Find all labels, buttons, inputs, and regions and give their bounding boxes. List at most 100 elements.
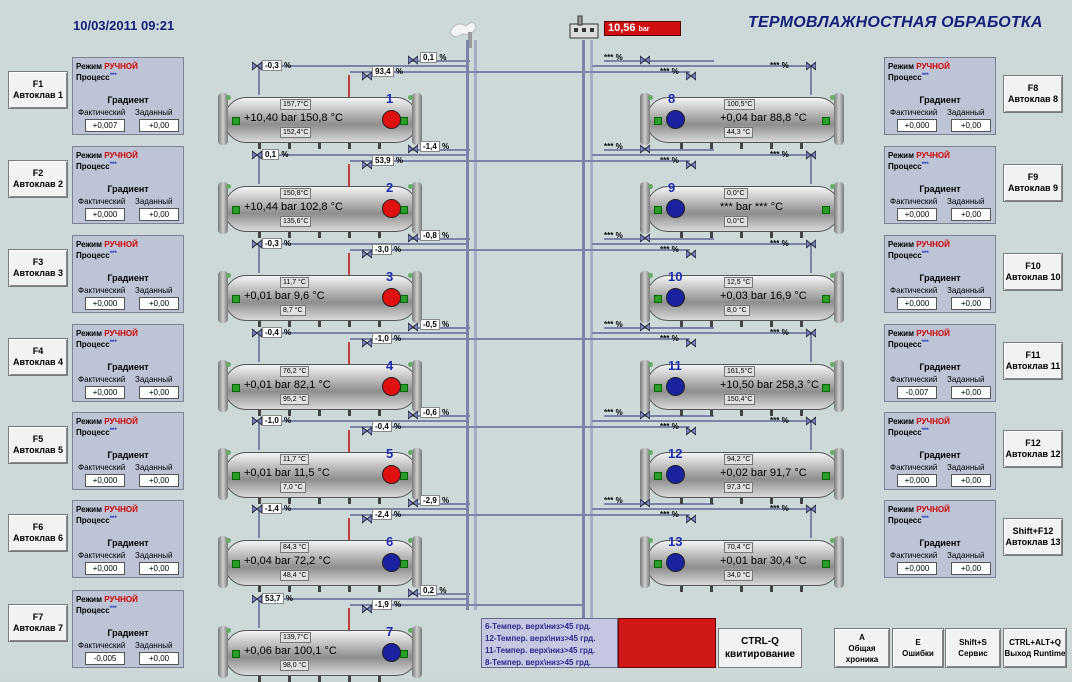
target-gradient-field[interactable]: +0,00 [951, 119, 991, 132]
valve-icon[interactable] [362, 426, 372, 436]
valve-icon[interactable] [806, 416, 816, 426]
service-button[interactable]: Shift+S Сервис [945, 628, 1001, 668]
acknowledge-button[interactable]: CTRL-Q квитирование [718, 628, 802, 668]
valve-icon[interactable] [408, 55, 418, 65]
valve-icon[interactable] [252, 416, 262, 426]
target-gradient-field[interactable]: +0,00 [139, 208, 179, 221]
date-time: 10/03/2011 09:21 [73, 18, 175, 33]
valve-icon[interactable] [252, 328, 262, 338]
percent-unit: % [671, 156, 679, 165]
valve-icon[interactable] [686, 426, 696, 436]
valve-icon[interactable] [640, 144, 650, 154]
door-led [408, 628, 413, 633]
target-gradient-field[interactable]: +0,00 [951, 562, 991, 575]
valve-icon[interactable] [640, 410, 650, 420]
exit-runtime-button[interactable]: CTRL+ALT+Q Выход Runtime [1003, 628, 1067, 668]
valve-value: 0,2 [420, 585, 438, 596]
valve-reading: 53,7 % [262, 593, 293, 604]
target-gradient-field[interactable]: +0,00 [139, 297, 179, 310]
valve-icon[interactable] [408, 498, 418, 508]
target-gradient-field[interactable]: +0,00 [139, 652, 179, 665]
target-gradient-field[interactable]: +0,00 [951, 386, 991, 399]
valve-icon[interactable] [362, 249, 372, 259]
valve-icon[interactable] [806, 150, 816, 160]
target-gradient-field[interactable]: +0,00 [951, 297, 991, 310]
target-gradient-field[interactable]: +0,00 [951, 474, 991, 487]
valve-icon[interactable] [362, 71, 372, 81]
valve-icon[interactable] [252, 61, 262, 71]
mode-label: Режим [76, 505, 102, 514]
target-gradient-field[interactable]: +0,00 [139, 386, 179, 399]
pressure-unit: bar [750, 290, 767, 302]
target-gradient-field[interactable]: +0,00 [139, 474, 179, 487]
valve-icon[interactable] [686, 249, 696, 259]
valve-icon[interactable] [686, 514, 696, 524]
valve-icon[interactable] [252, 239, 262, 249]
pressure-value: +10,40 [244, 112, 278, 124]
valve-icon[interactable] [806, 504, 816, 514]
valve-icon[interactable] [408, 233, 418, 243]
valve-icon[interactable] [408, 588, 418, 598]
valve-icon[interactable] [640, 233, 650, 243]
vertical-pipe [590, 40, 593, 618]
valve-icon[interactable] [806, 328, 816, 338]
valve-icon[interactable] [640, 55, 650, 65]
valve-reading: -2,9 % [420, 495, 449, 506]
autoclave-door [640, 182, 650, 234]
valve-icon[interactable] [362, 160, 372, 170]
valve-icon[interactable] [408, 410, 418, 420]
valve-icon[interactable] [686, 71, 696, 81]
valve-icon[interactable] [686, 160, 696, 170]
mode-value: РУЧНОЙ [916, 417, 950, 426]
mode-value: РУЧНОЙ [916, 151, 950, 160]
valve-icon[interactable] [408, 144, 418, 154]
valve-icon[interactable] [362, 604, 372, 614]
valve-icon[interactable] [640, 322, 650, 332]
valve-icon[interactable] [408, 322, 418, 332]
valve-icon[interactable] [806, 61, 816, 71]
valve-icon[interactable] [686, 338, 696, 348]
target-gradient-field[interactable]: +0,00 [139, 119, 179, 132]
valve-icon[interactable] [252, 594, 262, 604]
errors-button[interactable]: E Ошибки [892, 628, 944, 668]
target-gradient-field[interactable]: +0,00 [951, 208, 991, 221]
valve-icon[interactable] [252, 504, 262, 514]
target-gradient-field[interactable]: +0,00 [139, 562, 179, 575]
valve-icon[interactable] [362, 338, 372, 348]
chronicle-button[interactable]: A Общая хроника [834, 628, 890, 668]
drop-pipe [810, 508, 812, 538]
valve-icon[interactable] [252, 150, 262, 160]
valve-icon[interactable] [806, 239, 816, 249]
valve-icon[interactable] [362, 514, 372, 524]
valve-value: -1,9 [372, 599, 392, 610]
valve-reading: -3,0 % [372, 244, 401, 255]
sensor-icon [232, 206, 240, 214]
valve-icon[interactable] [640, 498, 650, 508]
